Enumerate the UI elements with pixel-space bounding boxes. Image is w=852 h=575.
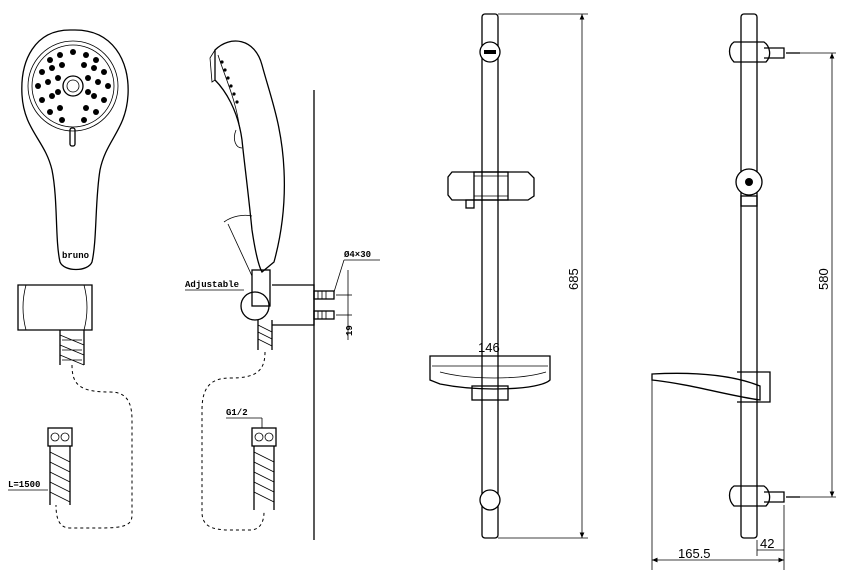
hand-shower-front-view: bruno L=1500 [8,29,133,529]
slide-bar-side-view: 580 165.5 42 [651,13,836,570]
soap-dish-width-label: 146 [478,340,500,355]
total-depth-label: 165.5 [678,546,711,561]
hose-length-label: L=1500 [8,480,40,490]
bracket-offset-label: 19 [345,325,355,336]
screw-diameter-label: Ø4×30 [344,250,371,260]
thread-label: G1/2 [226,408,248,418]
slide-bar-front-view: 146 685 [429,13,588,539]
wall-offset-label: 42 [760,536,774,551]
hand-shower-side-view: Adjustable Ø4×30 19 G1/2 [185,40,380,540]
adjustable-label: Adjustable [185,280,239,290]
bar-height-label: 685 [566,268,581,290]
mount-spacing-label: 580 [816,268,831,290]
brand-mark: bruno [62,251,89,261]
